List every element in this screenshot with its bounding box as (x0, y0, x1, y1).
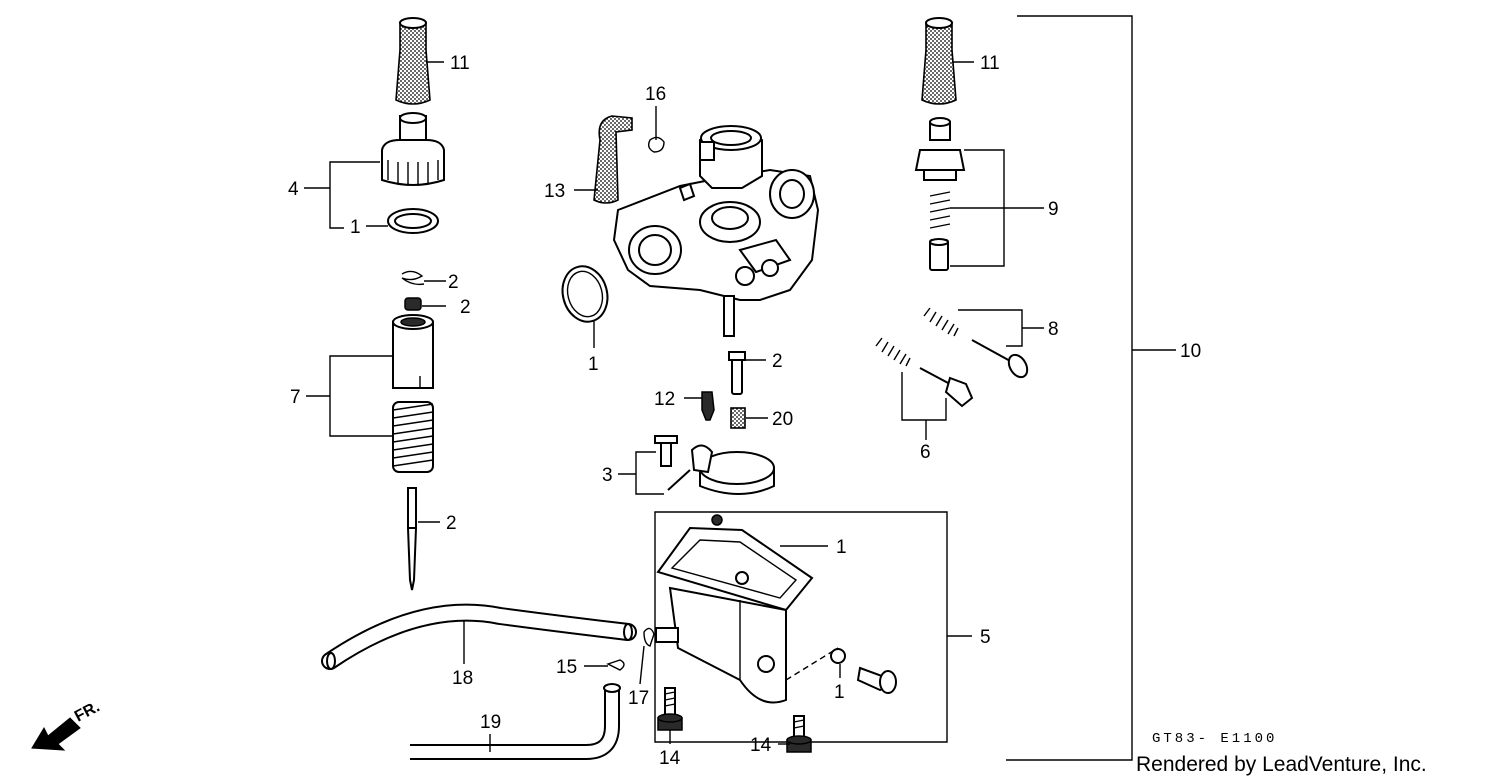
callout-15: 15 (556, 657, 577, 678)
screw-14-right (786, 715, 812, 753)
float-valve (701, 391, 715, 421)
carburetor-body (612, 125, 820, 337)
callout-10: 10 (1180, 341, 1201, 362)
callout-4: 4 (288, 179, 299, 200)
starter-plunger (929, 238, 949, 271)
callout-16: 16 (645, 84, 666, 105)
air-screw (971, 339, 1029, 379)
pilot-screw (919, 367, 974, 408)
small-clip (643, 627, 655, 647)
callout-2-retainer: 2 (460, 297, 471, 318)
float-assembly (654, 435, 775, 495)
drawing-code: GT83- E1100 (1152, 731, 1277, 747)
callout-2-jet: 2 (772, 351, 783, 372)
callout-14-right: 14 (750, 735, 772, 756)
callout-2-clip: 2 (448, 272, 459, 293)
callout-12: 12 (654, 389, 675, 410)
callout-3: 3 (602, 465, 613, 486)
callout-1-body: 1 (588, 354, 599, 375)
drain-screw (830, 648, 897, 694)
slow-jet (730, 407, 746, 429)
callout-1-oring: 1 (350, 217, 361, 238)
callout-18: 18 (452, 668, 473, 689)
o-ring-left-inner (394, 213, 432, 229)
render-credit: Rendered by LeadVenture, Inc. (1136, 753, 1427, 776)
throttle-spring (392, 401, 434, 473)
float-chamber-bracket (654, 511, 948, 743)
jet-needle (406, 487, 418, 591)
callout-17: 17 (628, 688, 649, 709)
screw-14-left (657, 687, 683, 731)
callout-labels: 11 4 1 2 2 7 2 16 13 1 2 12 20 3 1 5 1 1… (288, 53, 1201, 769)
callout-9: 9 (1048, 199, 1059, 220)
callout-19: 19 (480, 712, 501, 733)
drain-tube (410, 683, 621, 760)
tube-clip (647, 136, 665, 153)
callout-8: 8 (1048, 319, 1059, 340)
callout-1-gasket: 1 (836, 537, 847, 558)
callout-14-left: 14 (659, 748, 681, 769)
float-chamber (655, 514, 814, 704)
fuel-hose (321, 603, 637, 670)
leader-lines (304, 15, 1176, 761)
hose-clip (606, 659, 625, 671)
pilot-screw-spring (875, 337, 911, 367)
callout-13: 13 (544, 181, 565, 202)
callout-20: 20 (772, 409, 793, 430)
starter-valve-nut (914, 117, 966, 181)
front-direction-arrow: FR. (31, 698, 103, 751)
callout-11-right: 11 (980, 53, 1000, 74)
air-vent-tube (593, 115, 633, 204)
callout-11-left: 11 (450, 53, 470, 74)
main-jet-holder (728, 351, 746, 395)
needle-retainer (404, 297, 422, 311)
fuel-line-sleeve-right (921, 17, 957, 105)
air-screw-spring (923, 307, 959, 337)
fuel-line-sleeve-left (395, 17, 431, 105)
callout-7: 7 (290, 387, 301, 408)
callout-1-drain: 1 (834, 682, 845, 703)
starter-valve-spring (929, 191, 951, 229)
body-o-ring (561, 265, 609, 323)
throttle-valve (392, 314, 434, 389)
callout-2-needle: 2 (446, 513, 457, 534)
callout-6: 6 (920, 442, 931, 463)
front-direction-label: FR. (72, 698, 103, 725)
top-cap-nut (381, 112, 445, 186)
callout-5: 5 (980, 627, 991, 648)
needle-clip (401, 270, 425, 286)
